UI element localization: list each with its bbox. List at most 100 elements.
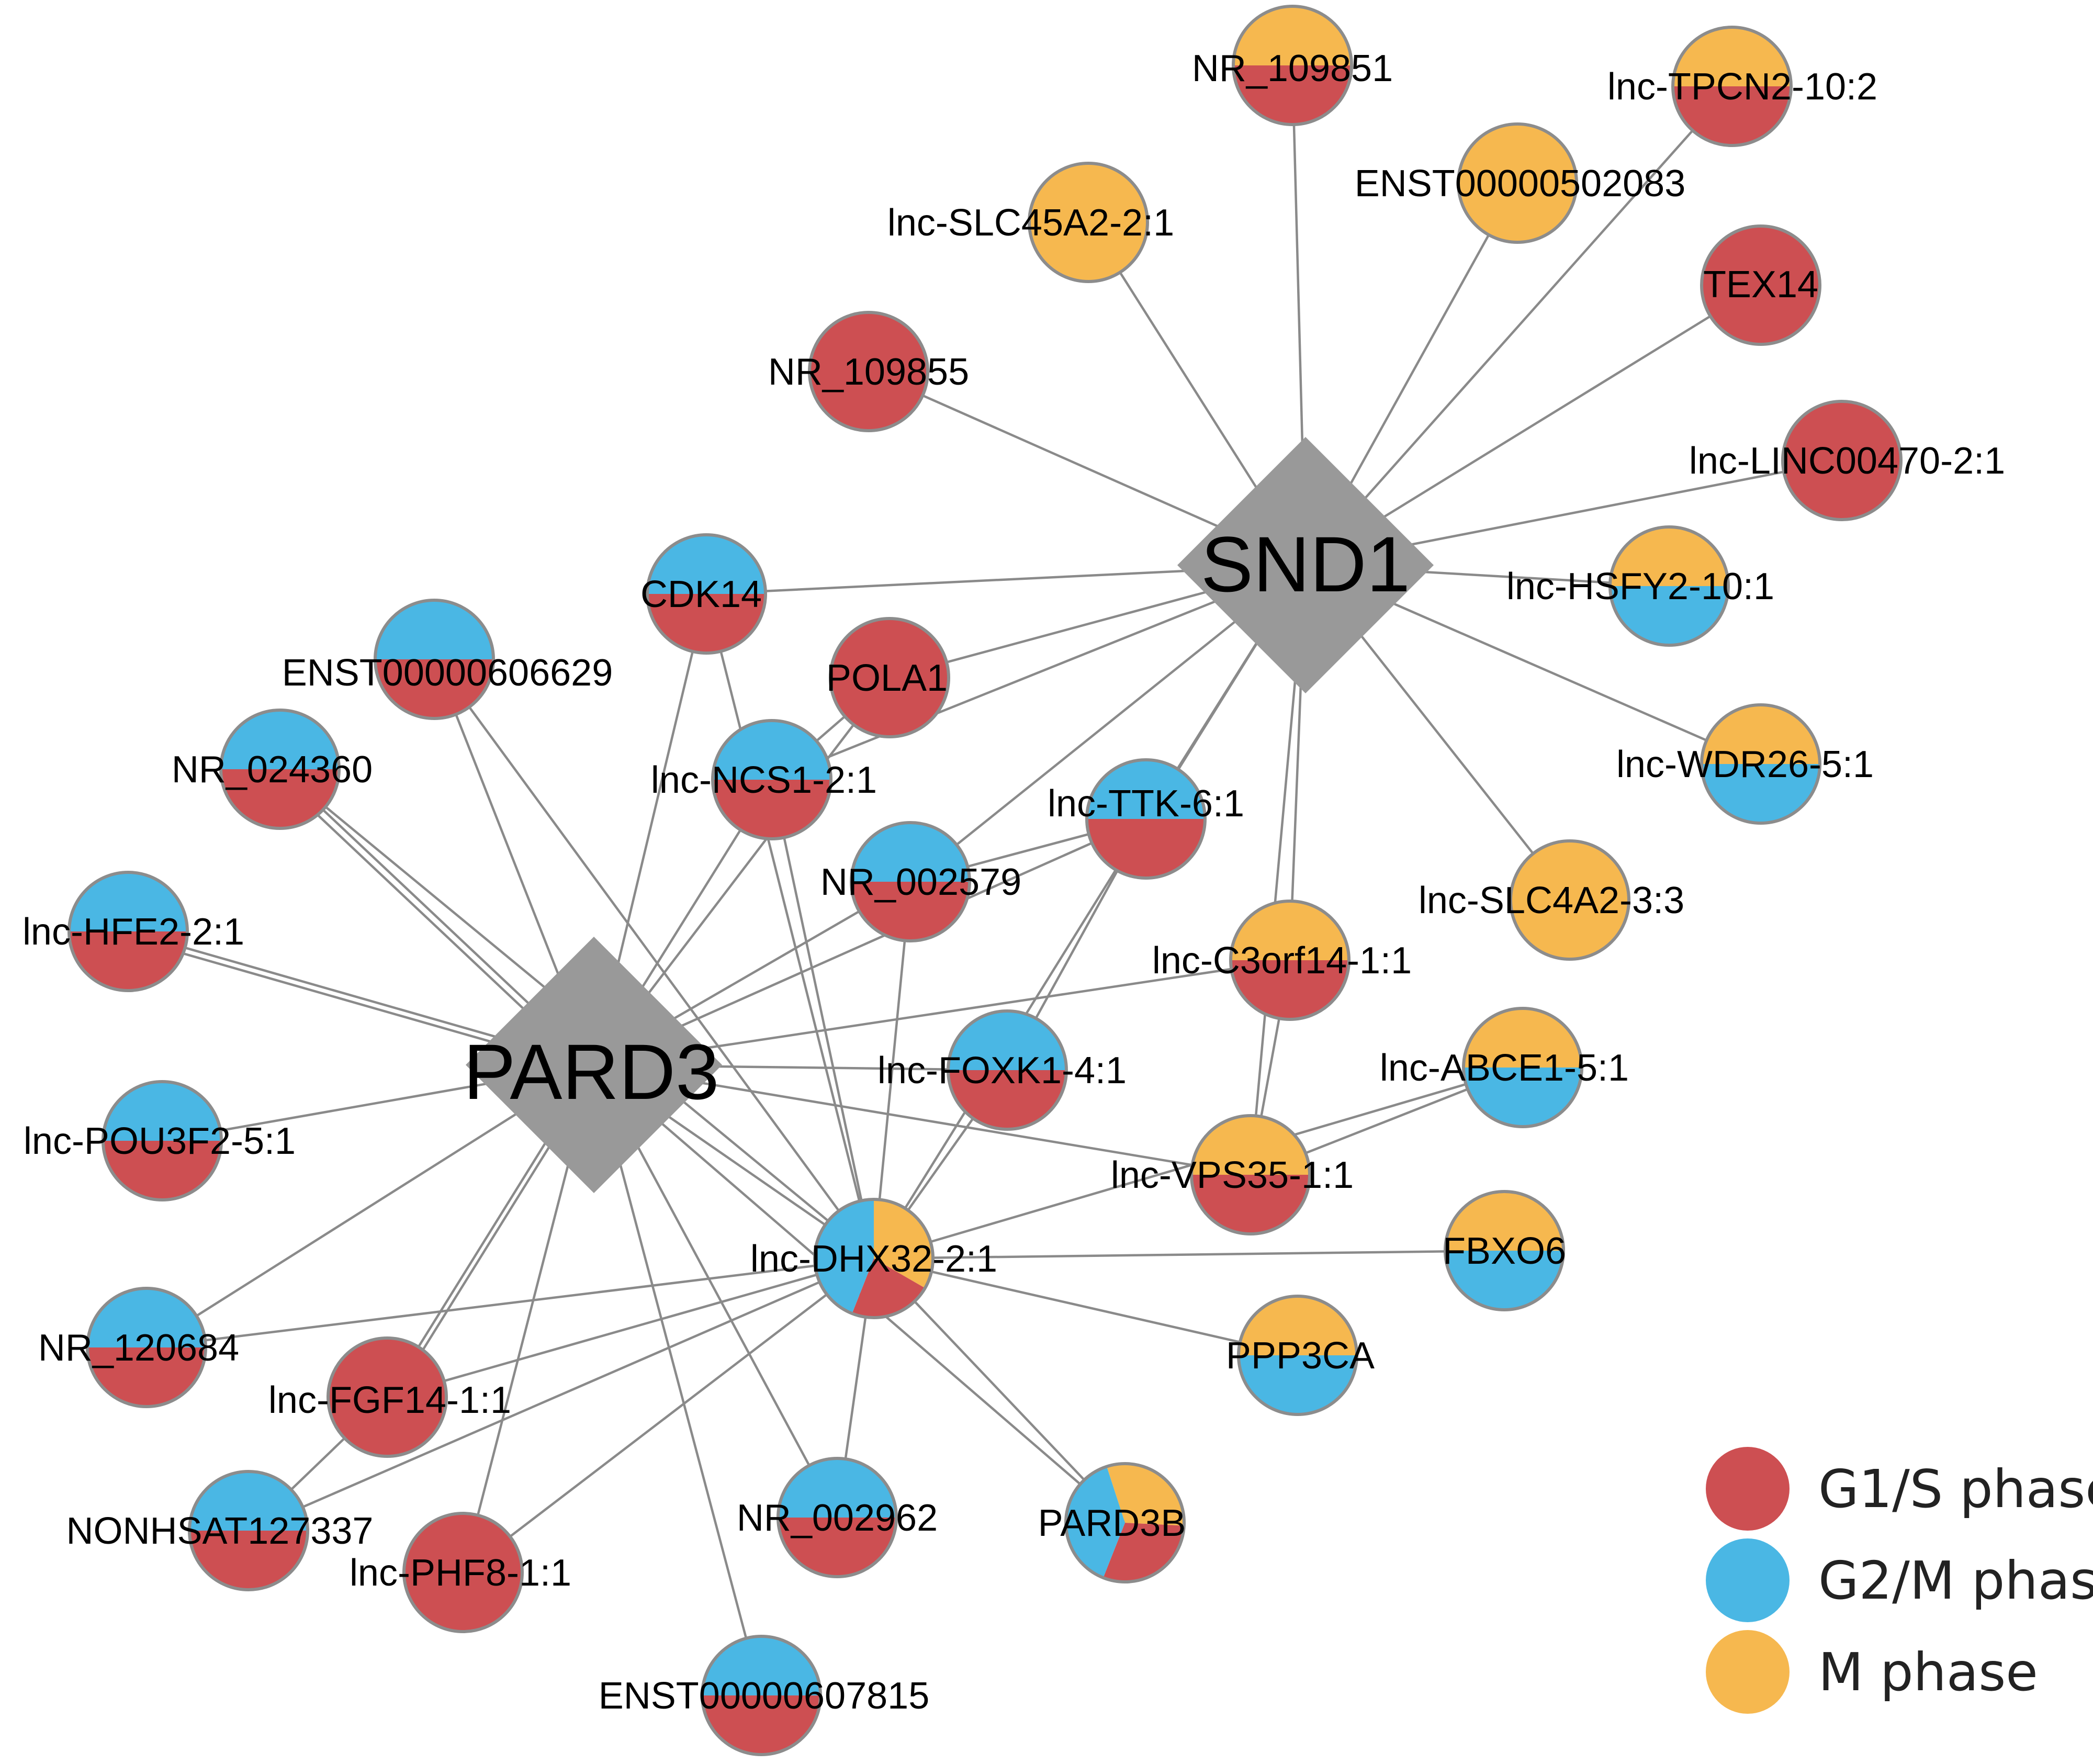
node-nr-002579[interactable]: NR_002579: [820, 821, 1021, 942]
edge-lnc-dhx32-2-1-to-nr-120684: [146, 1257, 874, 1349]
edge-lnc-dhx32-2-1-to-lnc-ncs1-2-1: [770, 779, 875, 1259]
edge-lnc-dhx32-2-1-to-enst00000606629: [433, 658, 875, 1260]
edge-snd1-to-lnc-dhx32-2-1: [873, 564, 1307, 1260]
node-outline: [813, 1198, 935, 1319]
node-lnc-linc00470-2-1[interactable]: lnc-LINC00470-2:1: [1689, 400, 2005, 521]
node-cdk14[interactable]: CDK14: [640, 533, 767, 655]
node-label: NR_002962: [737, 1497, 938, 1539]
node-fill-bottom: [851, 882, 970, 941]
node-outline: [327, 1336, 448, 1458]
node-nr-120684[interactable]: NR_120684: [38, 1287, 239, 1408]
node-fill-top: [647, 535, 766, 594]
node-label: ENST00000607815: [599, 1675, 930, 1717]
node-label: lnc-C3orf14-1:1: [1152, 940, 1412, 982]
node-fbxo6[interactable]: FBXO6: [1443, 1190, 1566, 1311]
node-fill-top: [851, 823, 970, 882]
node-nonhsat127337[interactable]: NONHSAT127337: [66, 1470, 374, 1591]
node-lnc-foxk1-4-1[interactable]: lnc-FOXK1-4:1: [877, 1009, 1127, 1131]
node-label: CDK14: [640, 574, 762, 615]
node-enst00000607815[interactable]: ENST00000607815: [599, 1635, 930, 1756]
node-nr-024360[interactable]: NR_024360: [172, 709, 373, 830]
node-pola1[interactable]: POLA1: [826, 617, 950, 738]
node-outline: [829, 617, 950, 738]
node-fill-top: [221, 710, 339, 769]
node-lnc-hsfy2-10-1[interactable]: lnc-HSFY2-10:1: [1506, 525, 1774, 647]
node-lnc-ncs1-2-1[interactable]: lnc-NCS1-2:1: [651, 719, 877, 840]
legend-item-g2-m-phase: G2/M phase: [1706, 1538, 2093, 1622]
node-fill-bottom: [1673, 86, 1791, 145]
node-fill-bottom: [702, 1695, 820, 1755]
node-lnc-slc45a2-2-1[interactable]: lnc-SLC45A2-2:1: [887, 162, 1174, 283]
node-lnc-abce1-5-1[interactable]: lnc-ABCE1-5:1: [1380, 1007, 1629, 1128]
node-outline: [219, 709, 341, 830]
node-label: NR_024360: [172, 749, 373, 791]
legend-swatch: [1706, 1630, 1790, 1714]
node-nr-002962[interactable]: NR_002962: [737, 1457, 938, 1578]
node-fill-bottom: [375, 659, 493, 718]
hub-diamond: [466, 937, 722, 1193]
node-fill-top: [69, 872, 187, 931]
legend-swatch: [1706, 1538, 1790, 1622]
node-ppp3ca[interactable]: PPP3CA: [1226, 1295, 1375, 1416]
node-nr-109855[interactable]: NR_109855: [768, 311, 969, 432]
hub-node-pard3[interactable]: PARD3: [463, 937, 722, 1193]
node-fill-top: [1231, 901, 1349, 960]
node-label: lnc-POU3F2-5:1: [24, 1120, 296, 1162]
node-lnc-slc4a2-3-3[interactable]: lnc-SLC4A2-3:3: [1419, 839, 1684, 961]
node-fill-bottom: [1464, 1068, 1582, 1127]
node-fill-top: [1191, 1116, 1310, 1175]
node-fill: [1511, 841, 1629, 959]
node-label: lnc-HFE2-2:1: [22, 911, 244, 953]
node-enst00000502083[interactable]: ENST00000502083: [1355, 122, 1686, 244]
hub-node-snd1[interactable]: SND1: [1177, 437, 1434, 693]
node-label: lnc-TTK-6:1: [1048, 783, 1244, 825]
legend-swatch: [1706, 1447, 1790, 1531]
node-lnc-fgf14-1-1[interactable]: lnc-FGF14-1:1: [268, 1336, 511, 1458]
node-fill-sector-g2m: [815, 1199, 874, 1314]
node-pard3b[interactable]: PARD3B: [1038, 1462, 1186, 1583]
node-lnc-hfe2-2-1[interactable]: lnc-HFE2-2:1: [22, 871, 244, 992]
node-label: lnc-LINC00470-2:1: [1689, 440, 2005, 482]
node-lnc-ttk-6-1[interactable]: lnc-TTK-6:1: [1048, 758, 1244, 880]
node-lnc-phf8-1-1[interactable]: lnc-PHF8-1:1: [350, 1512, 571, 1633]
node-label: lnc-TPCN2-10:2: [1607, 66, 1877, 108]
node-lnc-vps35-1-1[interactable]: lnc-VPS35-1:1: [1111, 1114, 1354, 1235]
node-outline: [1064, 1462, 1186, 1583]
node-label: lnc-DHX32-2:1: [750, 1238, 997, 1280]
node-fill-bottom: [1445, 1251, 1563, 1310]
node-outline: [188, 1470, 309, 1591]
node-outline: [711, 719, 832, 840]
node-lnc-wdr26-5-1[interactable]: lnc-WDR26-5:1: [1616, 703, 1874, 825]
node-lnc-dhx32-2-1[interactable]: lnc-DHX32-2:1: [750, 1198, 997, 1319]
node-label: lnc-ABCE1-5:1: [1380, 1047, 1629, 1089]
node-tex14[interactable]: TEX14: [1700, 224, 1821, 346]
legend-label: M phase: [1818, 1642, 2038, 1703]
node-outline: [102, 1080, 223, 1201]
node-lnc-c3orf14-1-1[interactable]: lnc-C3orf14-1:1: [1152, 900, 1412, 1021]
node-fill-bottom: [1231, 960, 1349, 1019]
node-fill: [830, 619, 949, 737]
node-fill-bottom: [1702, 764, 1820, 823]
edge-pard3-to-lnc-c3orf14-1-1: [593, 959, 1290, 1066]
node-label: TEX14: [1703, 264, 1818, 306]
edge-pard3-to-enst00000607815: [592, 1064, 763, 1696]
node-lnc-tpcn2-10-2[interactable]: lnc-TPCN2-10:2: [1607, 26, 1877, 147]
node-enst00000606629[interactable]: ENST00000606629: [282, 599, 613, 720]
node-fill-top: [87, 1288, 206, 1347]
node-fill-bottom: [713, 780, 831, 839]
node-outline: [1671, 26, 1793, 147]
node-outline: [1457, 122, 1578, 244]
node-label: POLA1: [826, 657, 948, 699]
legend-item-g1-s-phase: G1/S phase: [1706, 1447, 2093, 1531]
node-fill-bottom: [1610, 586, 1728, 645]
node-fill-top: [1239, 1296, 1357, 1355]
legend-label: G1/S phase: [1818, 1458, 2093, 1520]
node-outline: [646, 533, 767, 655]
node-label: lnc-SLC4A2-3:3: [1419, 880, 1684, 922]
node-nr-109851[interactable]: NR_109851: [1192, 5, 1393, 126]
node-fill-top: [1445, 1192, 1563, 1251]
node-lnc-pou3f2-5-1[interactable]: lnc-POU3F2-5:1: [24, 1080, 296, 1201]
